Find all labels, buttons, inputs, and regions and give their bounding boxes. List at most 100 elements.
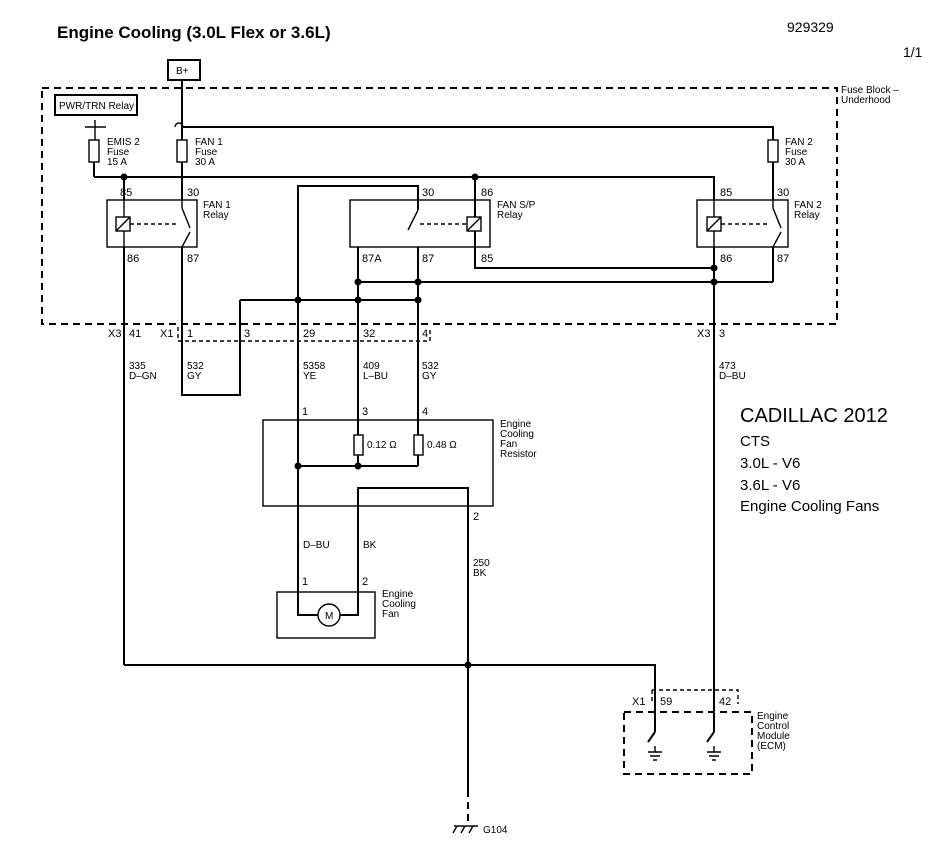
resistor-pin-1: 1 — [302, 406, 308, 418]
pwr-trn-relay-label: PWR/TRN Relay — [59, 101, 134, 112]
fan2-relay-switch — [772, 207, 782, 229]
resistor-pin-2: 2 — [473, 511, 479, 523]
resistor-legs — [357, 455, 419, 466]
battery-positive-box — [167, 59, 201, 81]
fan2-relay — [696, 199, 789, 248]
wire-250-color: BK — [473, 568, 487, 579]
battery-positive-label: B+ — [176, 66, 189, 77]
ecm-box — [623, 711, 753, 775]
pwr-trn-relay-box — [54, 94, 138, 116]
wire-532a-color: GY — [187, 371, 202, 382]
wire-335-color: D–GN — [129, 371, 157, 382]
splice-5358 — [294, 296, 302, 304]
wire-250-number: 250 — [473, 558, 490, 569]
connector-x1-pin-29: 29 — [303, 328, 315, 340]
connector-x3-left: X3 — [108, 328, 121, 340]
fan2-fuse-label-2: Fuse — [785, 147, 808, 158]
fan2-feed-wire — [182, 126, 774, 140]
fan2-relay-label: FAN 2 — [794, 200, 822, 211]
wire-532b-color: GY — [422, 371, 437, 382]
vehicle-system: Engine Cooling Fans — [740, 498, 879, 515]
fan2-pin-30: 30 — [777, 187, 789, 199]
wire-bk-label: BK — [363, 540, 377, 551]
ecm-switch-42 — [706, 690, 715, 743]
fan1-relay-label-2: Relay — [203, 210, 229, 221]
splice-resistor-2 — [354, 462, 362, 470]
splice-409-282 — [354, 278, 362, 286]
fan1-switch-bottom — [181, 231, 191, 248]
fan2-pin-87: 87 — [777, 253, 789, 265]
ecm-label-3: Module — [757, 731, 790, 742]
fan1-fuse-rating: 30 A — [195, 157, 215, 168]
emis2-fuse-label-2: Fuse — [107, 147, 130, 158]
ground-g104-icon — [452, 825, 478, 834]
resistor-label-3: Fan — [500, 439, 517, 450]
vehicle-make-year: CADILLAC 2012 — [740, 405, 888, 427]
resistor-048 — [413, 434, 424, 456]
fansp-pin-30: 30 — [422, 187, 434, 199]
doc-number: 929329 — [787, 19, 834, 35]
connector-x1-pin-32: 32 — [363, 328, 375, 340]
emis2-fuse-rating: 15 A — [107, 157, 127, 168]
resistor-pin-3: 3 — [362, 406, 368, 418]
fuse-block-label-2: Underhood — [841, 95, 890, 106]
resistor-pin-4: 4 — [422, 406, 428, 418]
fan1-pin-86: 86 — [127, 253, 139, 265]
vehicle-model: CTS — [740, 433, 770, 450]
emis2-fuse-label: EMIS 2 — [107, 137, 140, 148]
ecm-switch-59 — [647, 690, 656, 743]
fan1-coil-mark — [115, 216, 131, 232]
fan-pin-2: 2 — [362, 576, 368, 588]
fan1-relay — [106, 199, 198, 248]
splice-fan1-coil — [120, 173, 128, 181]
relay-coil-feed — [94, 176, 715, 200]
fan1-fuse — [176, 139, 188, 163]
fan-label-2: Cooling — [382, 599, 416, 610]
fan1-relay-switch — [181, 207, 191, 229]
wire-335-ecm — [124, 664, 656, 690]
fan-sp-coil-mark — [466, 216, 482, 232]
wire-5358-number: 5358 — [303, 361, 326, 372]
resistor-label-2: Cooling — [500, 429, 534, 440]
ecm-connector-outline — [652, 689, 739, 704]
splice-resistor-1 — [294, 462, 302, 470]
fan-motor-leads — [297, 580, 359, 616]
wire-409-color: L–BU — [363, 371, 388, 382]
connector-x1: X1 — [160, 328, 173, 340]
fan2-pin-85: 85 — [720, 187, 732, 199]
ecm-label-2: Control — [757, 721, 789, 732]
fuse-block-label: Fuse Block – — [841, 85, 899, 96]
connector-x1-pin-1: 1 — [187, 328, 193, 340]
connector-x3-pin-3: 3 — [719, 328, 725, 340]
wire-532a-number: 532 — [187, 361, 204, 372]
fan-sp-relay — [349, 199, 491, 248]
fansp-pin-87a: 87A — [362, 253, 382, 265]
wire-crossover — [174, 122, 184, 128]
splice-532-300 — [414, 296, 422, 304]
fan-sp-relay-label: FAN S/P — [497, 200, 536, 211]
fansp-pin-86: 86 — [481, 187, 493, 199]
splice-fan2-282 — [710, 278, 718, 286]
connector-x1-pin-4: 4 — [422, 328, 428, 340]
fuse-block-outline — [41, 87, 838, 325]
wire-dbu-label: D–BU — [303, 540, 330, 551]
vehicle-engine-1: 3.0L - V6 — [740, 455, 800, 472]
fan2-fuse-label: FAN 2 — [785, 137, 813, 148]
wire-335-number: 335 — [129, 361, 146, 372]
ecm-x1: X1 — [632, 696, 645, 708]
splice-fan2-86 — [710, 264, 718, 272]
fansp-pin-85: 85 — [481, 253, 493, 265]
fansp-pin-87: 87 — [422, 253, 434, 265]
wire-bk — [357, 487, 469, 672]
fan-sp-relay-label-2: Relay — [497, 210, 523, 221]
fan2-pin-86: 86 — [720, 253, 732, 265]
fan1-pin-30: 30 — [187, 187, 199, 199]
fansp-coil-return — [474, 231, 714, 269]
emis2-fuse — [88, 139, 100, 163]
fan2-switch-bottom — [772, 231, 782, 248]
wire-5358-color: YE — [303, 371, 317, 382]
ecm-pin-59: 59 — [660, 696, 672, 708]
ecm-ground-icon-59 — [648, 746, 662, 761]
connector-x1-pin-3: 3 — [244, 328, 250, 340]
